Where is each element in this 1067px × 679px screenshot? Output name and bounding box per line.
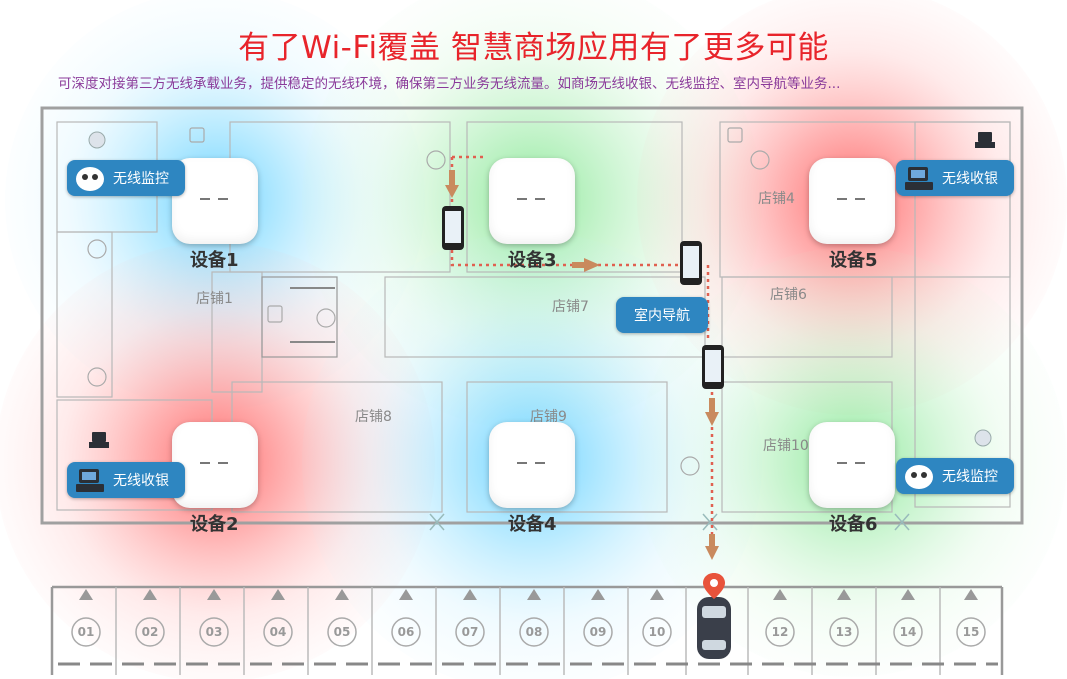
floor-plan	[40, 106, 1024, 525]
arrow-icon	[445, 170, 719, 560]
camera-icon	[76, 167, 104, 191]
device-label-5: 设备5	[829, 250, 878, 271]
parking-slot-number: 12	[771, 625, 789, 639]
escalator-icon	[87, 150, 770, 476]
store-label-7: 店铺7	[552, 299, 589, 315]
parking-slot-number: 06	[397, 625, 415, 639]
parking-slot-number: 15	[962, 625, 980, 639]
car-icon	[697, 597, 731, 659]
store-label-9: 店铺9	[530, 409, 567, 425]
access-point-device-5	[809, 158, 895, 244]
parking-slot-number: 14	[899, 625, 917, 639]
badge-label: 无线监控	[942, 469, 998, 485]
badge-wireless-monitor-right: 无线监控	[896, 458, 1014, 494]
badge-wireless-cashier-right: 无线收银	[896, 160, 1014, 196]
parking-slot-number: 03	[205, 625, 223, 639]
parking-slot-number: 02	[141, 625, 159, 639]
access-point-device-2	[172, 422, 258, 508]
device-label-2: 设备2	[190, 514, 239, 535]
pos-terminal-icon	[89, 132, 995, 448]
store-label-8: 店铺8	[355, 409, 392, 425]
device-label-4: 设备4	[508, 514, 557, 535]
page-title: 有了Wi-Fi覆盖 智慧商场应用有了更多可能	[238, 30, 829, 66]
smartphone-icon	[680, 241, 702, 285]
parking-slot-number: 01	[77, 625, 95, 639]
badge-wireless-cashier-left: 无线收银	[67, 462, 185, 498]
location-pin-icon	[703, 573, 725, 599]
badge-indoor-navigation: 室内导航	[616, 297, 708, 333]
store-label-4: 店铺4	[758, 191, 795, 207]
pos-terminal-icon	[905, 167, 933, 190]
badge-label: 无线收银	[942, 171, 998, 187]
access-point-device-1	[172, 158, 258, 244]
store-label-10: 店铺10	[763, 438, 809, 454]
parking-slot-number: 08	[525, 625, 543, 639]
gate-icon	[429, 513, 910, 531]
device-label-6: 设备6	[829, 514, 878, 535]
parking-lot	[50, 585, 1004, 675]
device-label-1: 设备1	[190, 250, 239, 271]
parking-slot-number: 07	[461, 625, 479, 639]
parking-slot-number: 09	[589, 625, 607, 639]
access-point-device-4	[489, 422, 575, 508]
store-label-6: 店铺6	[770, 287, 807, 303]
badge-label: 无线收银	[113, 473, 169, 489]
access-point-device-6	[809, 422, 895, 508]
toilet-icon	[189, 127, 743, 323]
access-point-device-3	[489, 158, 575, 244]
parking-slot-number: 10	[648, 625, 666, 639]
camera-icon	[905, 465, 933, 489]
smartphone-icon	[442, 206, 464, 250]
store-label-1: 店铺1	[196, 291, 233, 307]
parking-slot-number: 13	[835, 625, 853, 639]
parking-slot-number: 05	[333, 625, 351, 639]
smartphone-icon	[702, 345, 724, 389]
parking-slot-number: 04	[269, 625, 287, 639]
badge-label: 无线监控	[113, 171, 169, 187]
camera-icon	[88, 131, 992, 447]
badge-label: 室内导航	[634, 308, 690, 324]
device-label-3: 设备3	[508, 250, 557, 271]
badge-wireless-monitor-left: 无线监控	[67, 160, 185, 196]
pos-terminal-icon	[76, 469, 104, 492]
page-subtitle: 可深度对接第三方无线承载业务，提供稳定的无线环境，确保第三方业务无线流量。如商场…	[58, 76, 841, 92]
